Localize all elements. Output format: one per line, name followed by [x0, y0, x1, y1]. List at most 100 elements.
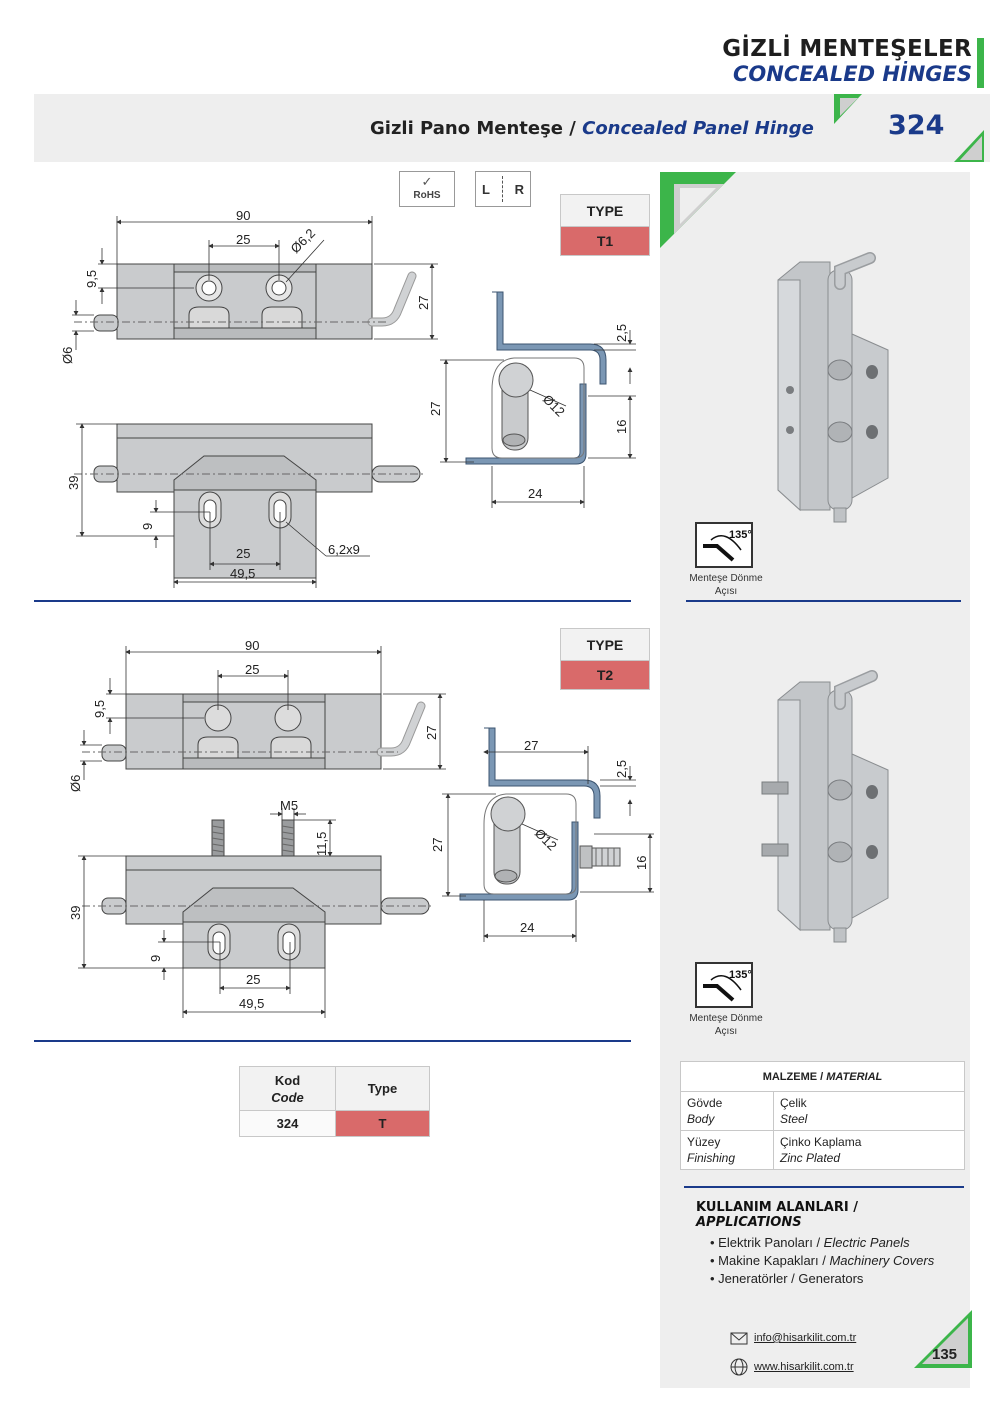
catalog-header: GİZLİ MENTEŞELER CONCEALED HİNGES: [722, 36, 972, 86]
rotation-angle-value: 135°: [729, 969, 751, 981]
dim-pin-dia: Ø6: [60, 347, 75, 364]
rotation-caption: Menteşe Dönme Açısı: [676, 572, 776, 598]
list-item: • Makine Kapakları / Machinery Covers: [710, 1253, 935, 1268]
website-text: www.hisarkilit.com.tr: [754, 1361, 854, 1373]
code-header: Kod Code: [239, 1066, 336, 1111]
label-en: Body: [687, 1112, 715, 1126]
dim-plate-thk: 2,5: [614, 324, 629, 342]
rotation-caption-line2: Açısı: [714, 586, 738, 597]
dim-slot-spacing: 25: [236, 546, 250, 561]
page-number: 135: [932, 1346, 958, 1363]
corner-decoration-icon: [834, 94, 862, 124]
list-item: • Jeneratörler / Generators: [710, 1271, 864, 1286]
dim-length: 90: [236, 208, 250, 223]
rotation-angle-icon: 135°: [695, 522, 753, 568]
website-link[interactable]: www.hisarkilit.com.tr: [730, 1358, 854, 1376]
value-en: Steel: [780, 1112, 808, 1126]
rotation-angle-icon: 135°: [695, 962, 753, 1008]
rotation-caption-line1: Menteşe Dönme: [689, 1013, 763, 1024]
item-en: Electric Panels: [823, 1235, 910, 1250]
product-title-en: Concealed Panel Hinge: [582, 118, 814, 139]
dim-knuckle-dia: Ø12: [532, 826, 560, 854]
email-text: info@hisarkilit.com.tr: [754, 1332, 857, 1344]
dim-leaf-height: 16: [614, 420, 629, 434]
applications-header-tr: KULLANIM ALANLARI: [696, 1200, 849, 1215]
item-en: Generators: [798, 1271, 864, 1286]
catalog-title-tr: GİZLİ MENTEŞELER: [722, 36, 972, 62]
technical-drawing-t2: 90 25 27 9,5 Ø6 27 27 2,5 16 24: [68, 638, 654, 1018]
dim-side-height: 27: [430, 838, 445, 852]
dim-hole-spacing: 25: [245, 662, 259, 677]
item-tr: Jeneratörler: [718, 1271, 788, 1286]
dim-leaf-height: 16: [634, 856, 649, 870]
panel-divider: [686, 600, 961, 602]
label-tr: Gövde: [687, 1096, 723, 1110]
technical-drawing-t1: 90 25 Ø6,2 27 9,5 Ø6 27 2,5 16: [60, 208, 636, 588]
dim-depth: 24: [520, 920, 534, 935]
globe-icon: [730, 1358, 748, 1376]
dim-slot-spacing: 25: [246, 972, 260, 987]
code-table: Kod Code Type 324 T: [239, 1066, 430, 1137]
type-value: T2: [561, 661, 649, 689]
code-header-en: Code: [271, 1089, 304, 1105]
dim-offset: 9,5: [84, 270, 99, 288]
dim-plate-width: 49,5: [230, 566, 255, 581]
label-tr: Yüzey: [687, 1135, 721, 1149]
corner-decoration-icon: [954, 130, 984, 162]
type-value: T: [335, 1110, 430, 1137]
dim-width: 39: [68, 906, 83, 920]
dim-stud-len: 11,5: [314, 832, 329, 856]
dim-pin-dia: Ø6: [68, 775, 83, 792]
type-table-t1: TYPE T1: [560, 194, 650, 256]
hinge-t1-image: [777, 252, 889, 523]
material-row-label: Yüzey Finishing: [680, 1130, 774, 1170]
material-row-value: Çinko Kaplama Zinc Plated: [773, 1130, 965, 1170]
material-row-label: Gövde Body: [680, 1091, 774, 1131]
type-header: TYPE: [561, 629, 649, 661]
dim-knuckle-dia: Ø12: [540, 392, 568, 420]
item-tr: Elektrik Panoları: [718, 1235, 813, 1250]
applications-header-en: APPLICATIONS: [696, 1215, 802, 1230]
list-item: • Elektrik Panoları / Electric Panels: [710, 1235, 910, 1250]
rotation-angle-value: 135°: [729, 529, 751, 541]
dim-hole-spacing: 25: [236, 232, 250, 247]
email-link[interactable]: info@hisarkilit.com.tr: [730, 1330, 856, 1346]
material-header-tr: MALZEME: [762, 1070, 818, 1083]
section-divider: [34, 600, 631, 602]
material-row-value: Çelik Steel: [773, 1091, 965, 1131]
corner-decoration-icon: [914, 1310, 972, 1368]
dim-plate-width: 49,5: [239, 996, 264, 1011]
section-divider: [34, 1040, 631, 1042]
dim-height: 27: [416, 296, 431, 310]
type-value: T1: [561, 227, 649, 255]
dim-slot-offset: 9: [148, 955, 163, 962]
type-header: TYPE: [561, 195, 649, 227]
product-title-tr: Gizli Pano Menteşe: [370, 118, 563, 139]
value-tr: Çinko Kaplama: [780, 1135, 862, 1149]
dim-thread: M5: [280, 798, 298, 813]
rotation-caption-line1: Menteşe Dönme: [689, 573, 763, 584]
rotation-caption-line2: Açısı: [714, 1026, 738, 1037]
hinge-rotation-icon: 135°: [703, 969, 752, 1002]
dim-length: 90: [245, 638, 259, 653]
divider: [501, 176, 503, 202]
value-en: Zinc Plated: [780, 1151, 841, 1165]
material-table: MALZEME / MATERIAL Gövde Body Çelik Stee…: [680, 1061, 965, 1170]
value-tr: Çelik: [780, 1096, 807, 1110]
dim-width: 39: [66, 476, 81, 490]
product-title-sep: /: [563, 118, 583, 139]
dim-plate-thk: 2,5: [614, 760, 629, 778]
code-header-tr: Kod: [274, 1072, 301, 1088]
applications-header: KULLANIM ALANLARI / APPLICATIONS: [684, 1186, 964, 1230]
title-band: [34, 94, 990, 162]
header-accent-bar: [977, 38, 984, 88]
item-tr: Makine Kapakları: [718, 1253, 819, 1268]
dim-offset: 9,5: [92, 700, 107, 718]
dim-slot-offset: 9: [140, 523, 155, 530]
dim-top-width: 27: [524, 738, 538, 753]
material-header: MALZEME / MATERIAL: [680, 1061, 965, 1092]
rotation-caption: Menteşe Dönme Açısı: [676, 1012, 776, 1038]
dim-slot-size: 6,2x9: [328, 542, 360, 557]
dim-depth: 24: [528, 486, 542, 501]
left-label: L: [481, 181, 490, 197]
